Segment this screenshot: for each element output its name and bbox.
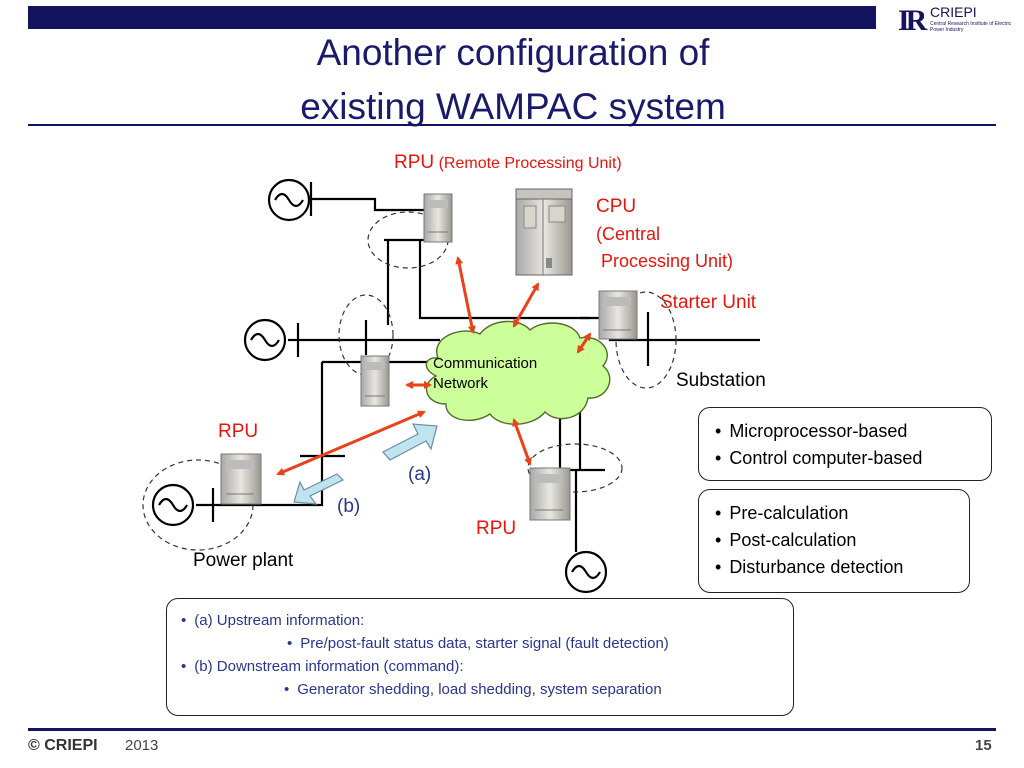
cpu-server-icon bbox=[515, 188, 573, 276]
rpu-server-icon bbox=[529, 467, 571, 521]
comm-line-1: Communication bbox=[433, 355, 538, 372]
arrow-a-label: (a) bbox=[408, 464, 432, 485]
downstream-arrow bbox=[293, 473, 345, 505]
cpu-label: CPU bbox=[596, 196, 637, 217]
calculation-item: Disturbance detection bbox=[715, 554, 969, 581]
footer-year: 2013 bbox=[125, 737, 159, 754]
cpu-description-2: Processing Unit) bbox=[596, 251, 734, 271]
title-line-2: existing WAMPAC system bbox=[300, 86, 726, 127]
generators bbox=[151, 178, 608, 594]
substation-label: Substation bbox=[676, 370, 766, 391]
information-box: (a) Upstream information: Pre/post-fault… bbox=[166, 598, 794, 716]
footer-rule bbox=[28, 728, 996, 731]
power-plant-label: Power plant bbox=[193, 550, 294, 571]
comm-line-2: Network bbox=[433, 375, 489, 392]
page-title: Another configuration of existing WAMPAC… bbox=[240, 26, 786, 134]
cpu-description-1: (Central bbox=[596, 224, 661, 244]
logo-mark: IR bbox=[898, 4, 927, 37]
communication-arrows bbox=[276, 256, 592, 476]
rpu-server-icon bbox=[423, 193, 453, 243]
footer-copyright: © CRIEPI bbox=[28, 737, 98, 754]
starter-unit-server-icon bbox=[598, 290, 638, 340]
rpu-top-label: RPU (Remote Processing Unit) bbox=[394, 152, 622, 174]
processor-types-box: Microprocessor-based Control computer-ba… bbox=[698, 407, 992, 481]
calculation-item: Post-calculation bbox=[715, 527, 969, 554]
rpu-server-icon bbox=[360, 355, 390, 407]
info-line: Generator shedding, load shedding, syste… bbox=[181, 678, 793, 701]
rpu-left-label: RPU bbox=[218, 421, 259, 442]
info-line: (b) Downstream information (command): bbox=[181, 655, 793, 678]
rpu-top-acronym: RPU bbox=[394, 152, 435, 173]
processor-item: Microprocessor-based bbox=[715, 418, 991, 445]
header-bar bbox=[28, 6, 876, 29]
processor-item: Control computer-based bbox=[715, 445, 991, 472]
title-line-1: Another configuration of bbox=[316, 32, 710, 73]
logo-subtitle: Central Research Institute of Electric P… bbox=[930, 21, 1012, 33]
communication-network-label: Communication Network bbox=[433, 354, 537, 394]
upstream-arrow bbox=[382, 423, 438, 461]
starter-unit-label: Starter Unit bbox=[660, 292, 757, 313]
logo-name: CRIEPI bbox=[930, 4, 977, 20]
criepi-logo: IR CRIEPI Central Research Institute of … bbox=[896, 4, 1020, 38]
rpu-top-description: (Remote Processing Unit) bbox=[438, 155, 622, 172]
info-line: Pre/post-fault status data, starter sign… bbox=[181, 632, 793, 655]
calculation-box: Pre-calculation Post-calculation Disturb… bbox=[698, 489, 970, 593]
calculation-item: Pre-calculation bbox=[715, 500, 969, 527]
info-line: (a) Upstream information: bbox=[181, 609, 793, 632]
arrow-b-label: (b) bbox=[337, 496, 361, 517]
page-number: 15 bbox=[975, 737, 992, 754]
rpu-bottom-label: RPU bbox=[476, 518, 517, 539]
title-rule bbox=[28, 124, 996, 126]
rpu-server-icon bbox=[220, 453, 262, 505]
